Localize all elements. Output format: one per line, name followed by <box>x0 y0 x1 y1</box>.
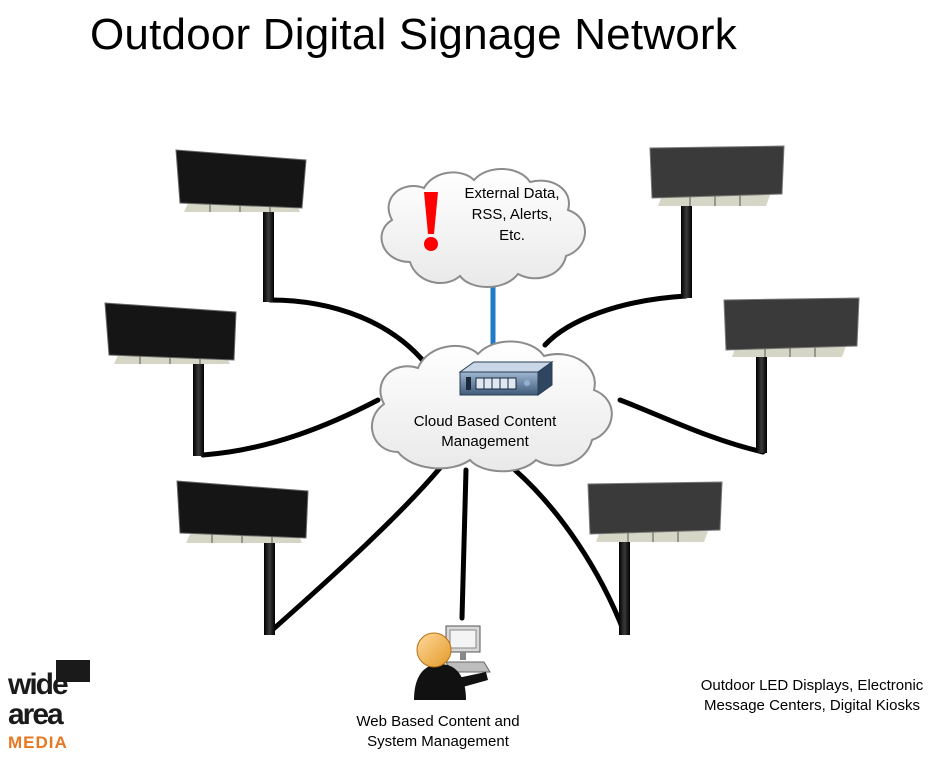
link-bottom-right-sign <box>512 467 627 635</box>
led-sign-mid-left <box>104 302 237 456</box>
svg-text:MEDIA: MEDIA <box>8 733 68 752</box>
external-data-line-1: External Data, <box>464 185 560 202</box>
server-icon <box>458 361 554 396</box>
svg-text:area: area <box>8 698 64 731</box>
content-cloud-line-1: Cloud Based Content <box>413 413 557 430</box>
led-sign-top-right <box>649 145 785 298</box>
displays-note-line-2: Message Centers, Digital Kiosks <box>704 697 920 714</box>
external-data-cloud <box>380 167 586 288</box>
external-data-line-3: Etc. <box>499 227 525 244</box>
link-bottom-left-sign <box>267 465 443 635</box>
link-top-left-sign <box>267 297 435 375</box>
alert-icon <box>424 192 438 251</box>
web-management-line-1: Web Based Content and <box>356 713 520 730</box>
page-title: Outdoor Digital Signage Network <box>90 10 737 59</box>
led-sign-mid-right <box>723 297 860 453</box>
link-web-management <box>459 467 469 621</box>
link-mid-left-sign <box>200 397 381 458</box>
led-sign-bottom-right <box>587 481 723 635</box>
content-cloud-label: Cloud Based Content Management <box>395 412 575 452</box>
displays-note-label: Outdoor LED Displays, Electronic Message… <box>682 676 941 716</box>
led-sign-top-left <box>175 149 307 302</box>
person-at-computer-icon <box>414 625 491 700</box>
external-data-label: External Data, RSS, Alerts, Etc. <box>452 183 572 246</box>
connection-lines <box>200 293 766 635</box>
content-cloud-line-2: Management <box>441 433 529 450</box>
external-data-line-2: RSS, Alerts, <box>471 206 553 223</box>
link-top-right-sign <box>542 293 689 348</box>
led-sign-bottom-left <box>176 480 309 635</box>
content-cloud <box>370 340 613 473</box>
displays-note-line-1: Outdoor LED Displays, Electronic <box>700 677 924 694</box>
wide-area-media-logo: wide area MEDIA <box>6 660 90 752</box>
svg-text:wide: wide <box>7 668 68 701</box>
web-management-label: Web Based Content and System Management <box>338 712 538 752</box>
web-management-line-2: System Management <box>367 733 509 750</box>
link-mid-right-sign <box>617 397 766 455</box>
